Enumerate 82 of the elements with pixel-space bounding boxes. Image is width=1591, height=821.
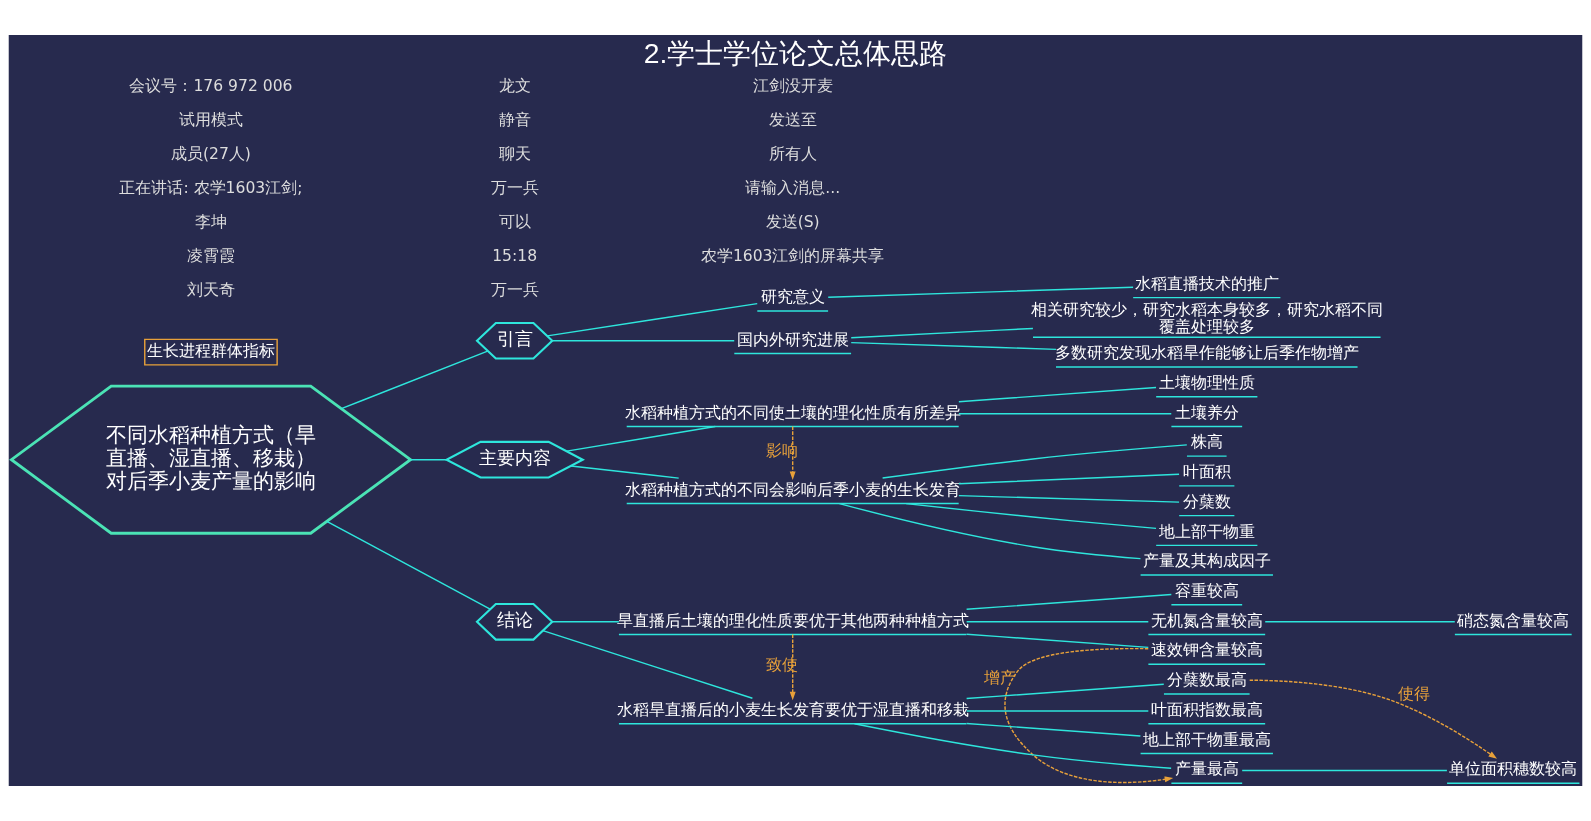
label: 万一兵 [490, 179, 539, 198]
label: 所有人 [768, 145, 817, 164]
node-text: 产量最高 [1174, 760, 1239, 778]
connector [546, 302, 758, 337]
arrow [1248, 679, 1498, 759]
node-text: 水稻旱直播后的小麦生长发育要优于湿直播和移栽 [616, 700, 969, 718]
label: 可以 [498, 213, 531, 232]
node-text: 硝态氮含量较高 [1457, 611, 1570, 629]
connector [965, 633, 1149, 649]
connector [340, 350, 489, 410]
connector [850, 341, 1057, 351]
connector [958, 413, 1172, 415]
connector [965, 710, 1149, 712]
label: 请输入消息... [745, 179, 841, 198]
label: 江剑没开麦 [752, 77, 833, 96]
node-text: 相关研究较少，研究水稻本身较多，研究水稻不同覆盖处理较多 [1030, 301, 1383, 335]
connector [965, 593, 1173, 610]
connector [551, 621, 620, 623]
label: 试用模式 [178, 111, 243, 130]
connector [1241, 769, 1448, 772]
connector [850, 327, 1034, 339]
node-text: 叶面积 [1182, 463, 1231, 481]
node-box: 生长进程群体指标 [144, 338, 278, 366]
node-text: 分蘖数最高 [1166, 671, 1247, 689]
node-text: 单位面积穗数较高 [1449, 760, 1578, 778]
node-text: 水稻直播技术的推广 [1134, 274, 1279, 292]
connector [965, 621, 1149, 623]
label: 15:18 [492, 247, 538, 266]
node-text: 多数研究发现水稻旱作能够让后季作物增产 [1054, 344, 1359, 362]
connector [409, 459, 448, 461]
label: 聊天 [498, 145, 531, 164]
label: 会议号：176 972 006 [129, 77, 293, 96]
connector [958, 473, 1180, 485]
label: 农学1603江剑的屏幕共享 [700, 247, 885, 266]
connector [905, 502, 1157, 530]
connector [965, 722, 1142, 737]
connector [958, 386, 1157, 403]
connector [566, 425, 716, 452]
edge-label: 使得 [1397, 684, 1430, 702]
edge-label: 影响 [766, 442, 799, 460]
node-text: 无机氮含量较高 [1150, 611, 1263, 629]
connector [853, 723, 1172, 769]
arrow [789, 633, 796, 701]
arrow [1004, 647, 1174, 784]
label: 发送至 [768, 111, 817, 130]
label: 凌霄霞 [186, 247, 235, 266]
node-text: 叶面积指数最高 [1150, 700, 1263, 718]
node-text: 水稻种植方式的不同会影响后季小麦的生长发育 [624, 480, 961, 498]
node-text: 旱直播后土壤的理化性质要优于其他两种种植方式 [616, 611, 969, 629]
connector [958, 494, 1180, 503]
node-text: 国内外研究进展 [736, 330, 849, 348]
node-text: 分蘖数 [1182, 492, 1231, 510]
connector [326, 520, 491, 610]
label: 刘天奇 [186, 281, 235, 300]
label: 成员(27人) [170, 145, 251, 164]
label: 李坤 [194, 213, 227, 232]
label: 龙文 [498, 77, 531, 96]
connector [1264, 621, 1456, 623]
edge-label: 增产 [983, 669, 1016, 687]
connector [570, 465, 680, 479]
connector [881, 444, 1188, 479]
node-text: 土壤养分 [1174, 403, 1239, 421]
diagram-title: 2.学士学位论文总体思路 [643, 37, 948, 70]
arrow [789, 425, 796, 480]
node-text: 土壤物理性质 [1158, 373, 1255, 391]
node-text: 产量及其构成因子 [1142, 552, 1271, 570]
node-text: 容重较高 [1174, 582, 1239, 600]
node-text: 速效钾含量较高 [1150, 641, 1263, 659]
node-text: 水稻种植方式的不同使土壤的理化性质有所差异 [624, 403, 961, 421]
node-text: 研究意义 [760, 288, 825, 306]
connector [838, 502, 1142, 560]
connector [551, 340, 735, 342]
connector [827, 286, 1134, 298]
connector [542, 629, 754, 699]
label: 发送(S) [765, 213, 820, 232]
node-text: 地上部干物重 [1158, 522, 1255, 540]
label: 万一兵 [490, 281, 539, 300]
node-text: 地上部干物重最高 [1142, 730, 1271, 748]
connector [965, 683, 1165, 700]
node-text: 株高 [1190, 433, 1223, 451]
label: 静音 [498, 111, 531, 130]
label: 正在讲话: 农学1603江剑; [119, 179, 303, 198]
